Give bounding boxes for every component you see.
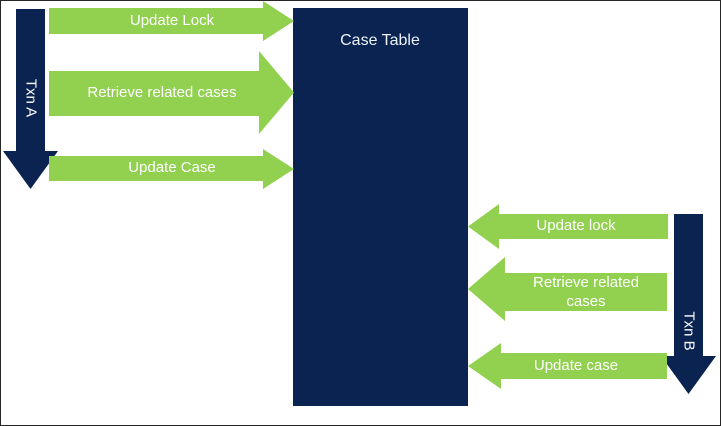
- message-arrow-retrieve-related-cases-left: Retrieve related cases: [49, 51, 294, 134]
- update-lock-arrow-shape: [49, 1, 294, 41]
- update-case-right-arrow-shape: [468, 343, 667, 389]
- txn-b-arrow-shape: [661, 214, 716, 394]
- retrieve-related-cases-right-label-line1: Retrieve related: [533, 274, 639, 291]
- txn-b-label: Txn B: [681, 311, 698, 350]
- retrieve-related-cases-arrow-shape: [49, 51, 294, 134]
- case-table-node: Case Table: [293, 8, 468, 406]
- retrieve-related-cases-right-arrow-shape: [468, 257, 667, 321]
- update-case-right-label: Update case: [534, 357, 618, 374]
- retrieve-related-cases-label: Retrieve related cases: [87, 84, 236, 101]
- update-lock-right-arrow-shape: [468, 204, 668, 249]
- txn-a-lane-arrow: Txn A: [3, 9, 58, 189]
- update-lock-label: Update Lock: [130, 12, 215, 29]
- message-arrow-update-lock-right: Update lock: [468, 204, 668, 249]
- message-arrow-update-lock-left: Update Lock: [49, 1, 294, 41]
- case-table-label: Case Table: [340, 32, 420, 49]
- message-arrow-retrieve-related-cases-right: Retrieve related cases: [468, 257, 667, 321]
- txn-b-lane-arrow: Txn B: [661, 214, 716, 394]
- txn-a-label: Txn A: [23, 79, 40, 117]
- update-case-arrow-shape: [49, 149, 294, 189]
- retrieve-related-cases-right-label-line2: cases: [566, 293, 605, 310]
- update-lock-right-label: Update lock: [536, 217, 616, 234]
- message-arrow-update-case-right: Update case: [468, 343, 667, 389]
- message-arrow-update-case-left: Update Case: [49, 149, 294, 189]
- case-table-box: [293, 8, 468, 406]
- update-case-label: Update Case: [128, 159, 216, 176]
- txn-a-arrow-shape: [3, 9, 58, 189]
